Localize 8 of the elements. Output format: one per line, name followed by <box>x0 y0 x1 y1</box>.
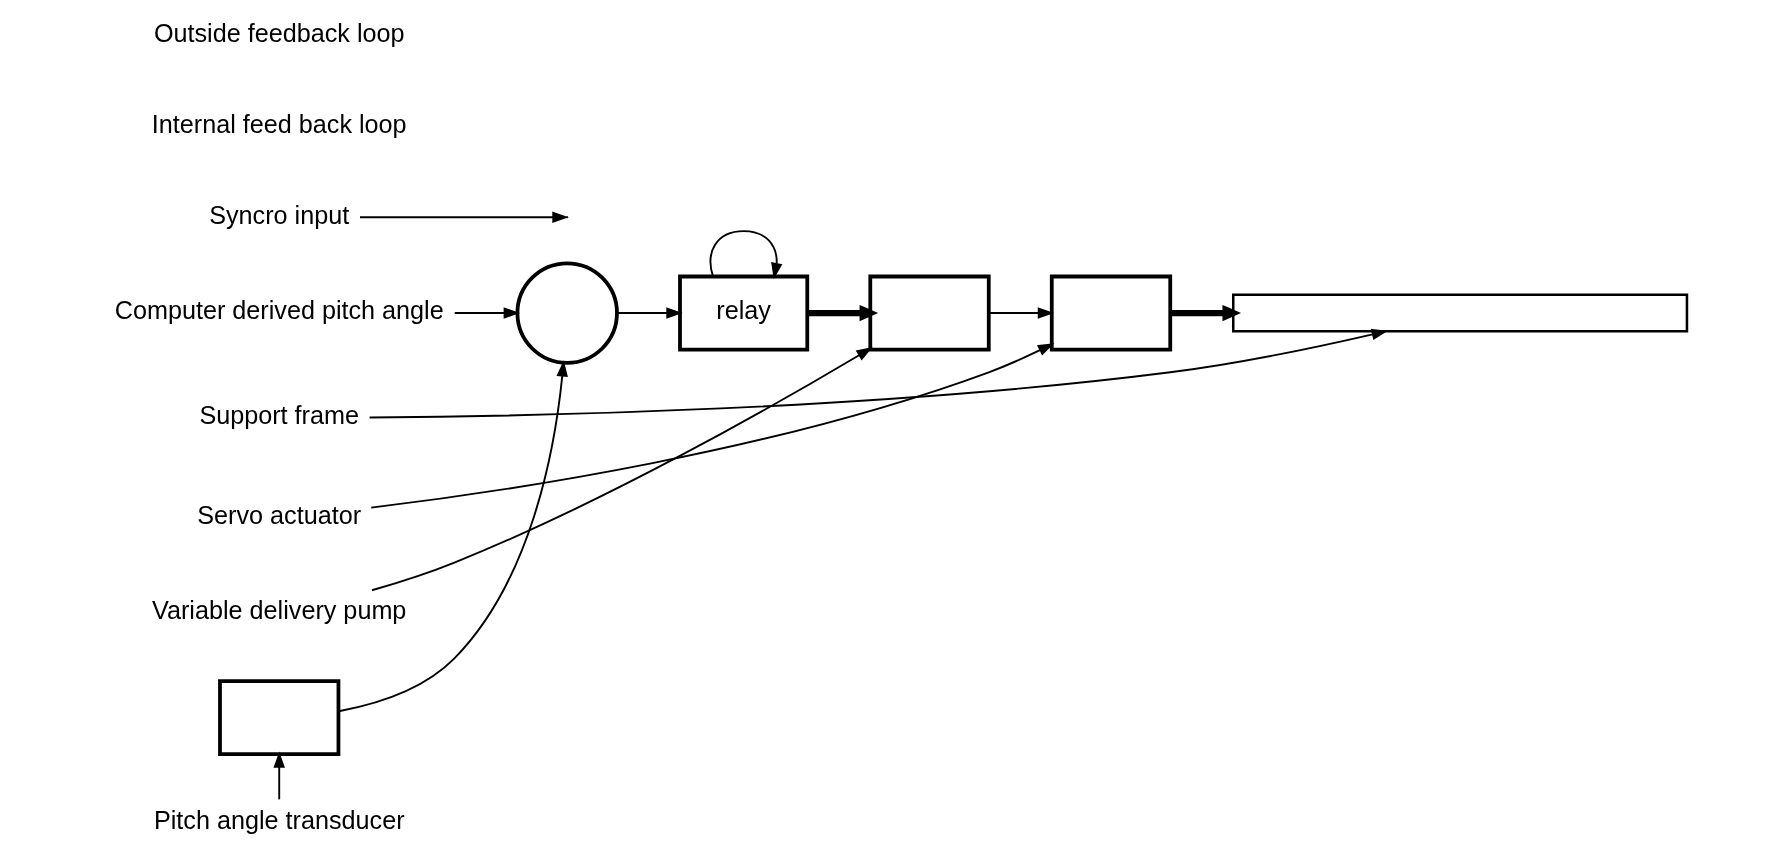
node-text: Syncro input <box>209 200 350 229</box>
node-text: Computer derived pitch angle <box>114 296 444 325</box>
node-text: Pitch angle transducer <box>153 805 405 834</box>
label: Outside feedback loop <box>153 19 405 48</box>
node-text: Servo actuator <box>197 500 362 529</box>
node-text: Variable delivery pump <box>152 596 407 625</box>
node-text: Support frame <box>199 400 360 429</box>
label: Internal feed back loop <box>151 109 407 138</box>
